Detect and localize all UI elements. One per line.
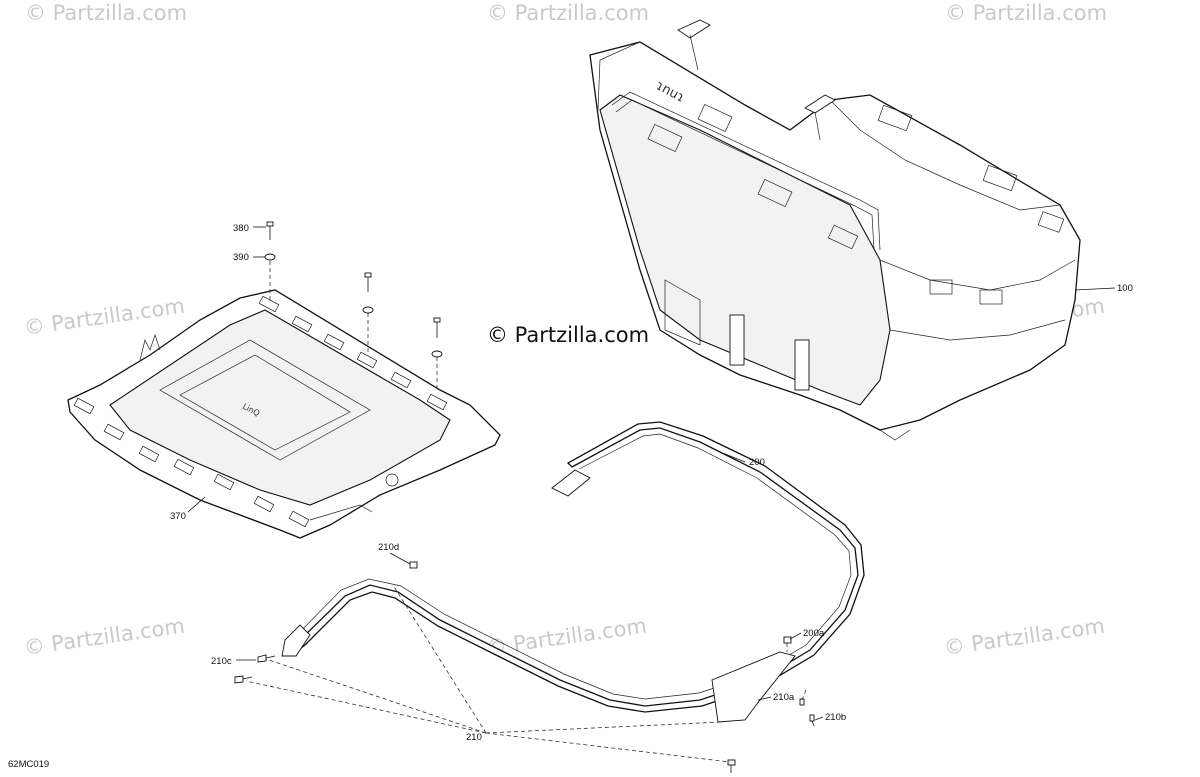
callout-200: 200 <box>749 457 765 468</box>
hardware-illustration <box>234 221 815 773</box>
watermark-top-right: © Partzilla.com <box>945 1 1107 25</box>
watermark-bottom-right: © Partzilla.com <box>942 614 1106 660</box>
callout-100: 100 <box>1117 283 1133 294</box>
diagram-code: 62MC019 <box>8 759 49 770</box>
watermark-bottom-center: © Partzilla.com <box>484 614 648 660</box>
callout-labels: 380 390 100 200 370 210d 200a 210c 210a … <box>8 223 1133 770</box>
callout-210a: 210a <box>773 692 795 703</box>
callout-210: 210 <box>466 732 482 743</box>
watermark-top-left: © Partzilla.com <box>25 1 187 25</box>
leader-lines <box>187 226 1116 763</box>
callout-370: 370 <box>170 511 186 522</box>
watermark-center: © Partzilla.com <box>487 323 649 347</box>
watermark-bottom-left: © Partzilla.com <box>22 614 186 660</box>
watermark-top-center: © Partzilla.com <box>487 1 649 25</box>
rack-plate-illustration: LinQ <box>67 289 501 539</box>
tube-frame-illustration <box>281 421 865 723</box>
callout-210d: 210d <box>378 542 399 553</box>
callout-210b: 210b <box>825 712 846 723</box>
callout-210c: 210c <box>211 656 232 667</box>
watermark-mid-left: © Partzilla.com <box>22 294 186 340</box>
cargo-box-illustration: ɿnuɿ <box>589 19 1081 441</box>
callout-390: 390 <box>233 252 249 263</box>
callout-200a: 200a <box>803 628 825 639</box>
callout-380: 380 <box>233 223 249 234</box>
